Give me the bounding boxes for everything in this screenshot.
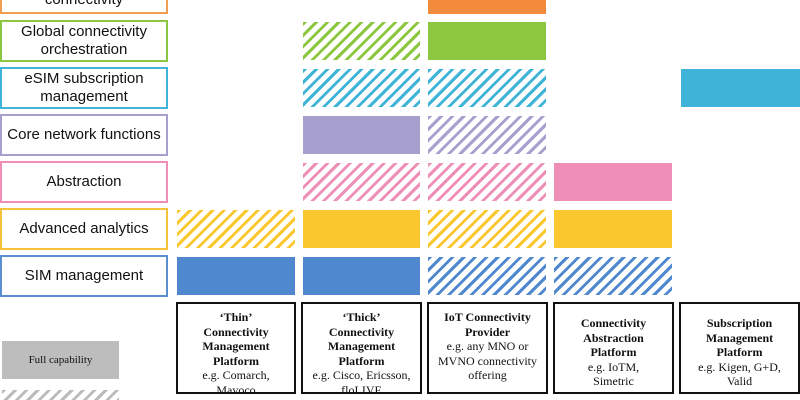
- platform-example: e.g. any MNO or MVNO connectivity offeri…: [438, 339, 537, 382]
- cell-sim-iot-partial: [428, 257, 546, 295]
- platform-connectivity-abstraction: Connectivity Abstraction Platform e.g. I…: [553, 302, 674, 394]
- cell-conn-iot-full: [428, 0, 546, 14]
- platform-title: IoT Connectivity Provider: [444, 310, 531, 339]
- platform-title: Connectivity Abstraction Platform: [580, 316, 647, 359]
- platform-title: ‘Thick’ Connectivity Management Platform: [327, 310, 396, 368]
- platform-title: Subscription Management Platform: [705, 316, 774, 359]
- row-label-text: Abstraction: [46, 173, 122, 190]
- cell-abstraction-iot-partial: [428, 163, 546, 201]
- row-label-text: Advanced analytics: [19, 220, 149, 237]
- cell-analytics-thin-partial: [177, 210, 295, 248]
- cell-global-thick-partial: [303, 22, 420, 60]
- row-label-core-network: Core network functions: [0, 114, 168, 156]
- platform-example: e.g. Cisco, Ericsson, floLIVE: [312, 368, 411, 397]
- cell-core-thick-full: [303, 116, 420, 154]
- platform-title: ‘Thin’ Connectivity Management Platform: [202, 310, 270, 368]
- platform-example: e.g. Comarch, Mavoco: [202, 368, 270, 397]
- cell-esim-iot-partial: [428, 69, 546, 107]
- platform-thin-cmp: ‘Thin’ Connectivity Management Platform …: [176, 302, 296, 397]
- row-label-text: Global connectivity orchestration: [21, 23, 147, 58]
- platform-example: e.g. IoTM, Simetric: [587, 359, 640, 389]
- legend-full-capability: Full capability: [2, 341, 119, 379]
- row-label-sim: SIM management: [0, 255, 168, 297]
- cell-analytics-iot-partial: [428, 210, 546, 248]
- row-label-text: eSIM subscription management: [24, 70, 144, 105]
- cell-esim-thick-partial: [303, 69, 420, 107]
- legend-partial-swatch: [2, 390, 119, 400]
- row-label-global-orchestration: Global connectivity orchestration: [0, 20, 168, 62]
- row-label-analytics: Advanced analytics: [0, 208, 168, 250]
- cell-esim-subscription-full: [681, 69, 800, 107]
- row-label-esim: eSIM subscription management: [0, 67, 168, 109]
- cell-analytics-cap-full: [554, 210, 672, 248]
- platform-iot-provider: IoT Connectivity Provider e.g. any MNO o…: [427, 302, 548, 394]
- row-label-text: connectivity: [45, 0, 123, 9]
- cell-analytics-thick-full: [303, 210, 420, 248]
- cell-abstraction-thick-partial: [303, 163, 420, 201]
- cell-sim-thick-full: [303, 257, 420, 295]
- cell-sim-thin-full: [177, 257, 295, 295]
- cell-global-iot-full: [428, 22, 546, 60]
- row-label-connectivity: connectivity: [0, 0, 168, 14]
- platform-example: e.g. Kigen, G+D, Valid: [698, 359, 781, 389]
- row-label-text: Core network functions: [7, 126, 161, 143]
- platform-thick-cmp: ‘Thick’ Connectivity Management Platform…: [301, 302, 422, 397]
- legend-full-label: Full capability: [28, 354, 93, 366]
- platform-subscription-management: Subscription Management Platform e.g. Ki…: [679, 302, 800, 394]
- row-label-abstraction: Abstraction: [0, 161, 168, 203]
- cell-sim-cap-partial: [554, 257, 672, 295]
- cell-core-iot-partial: [428, 116, 546, 154]
- row-label-text: SIM management: [24, 267, 144, 284]
- cell-abstraction-cap-full: [554, 163, 672, 201]
